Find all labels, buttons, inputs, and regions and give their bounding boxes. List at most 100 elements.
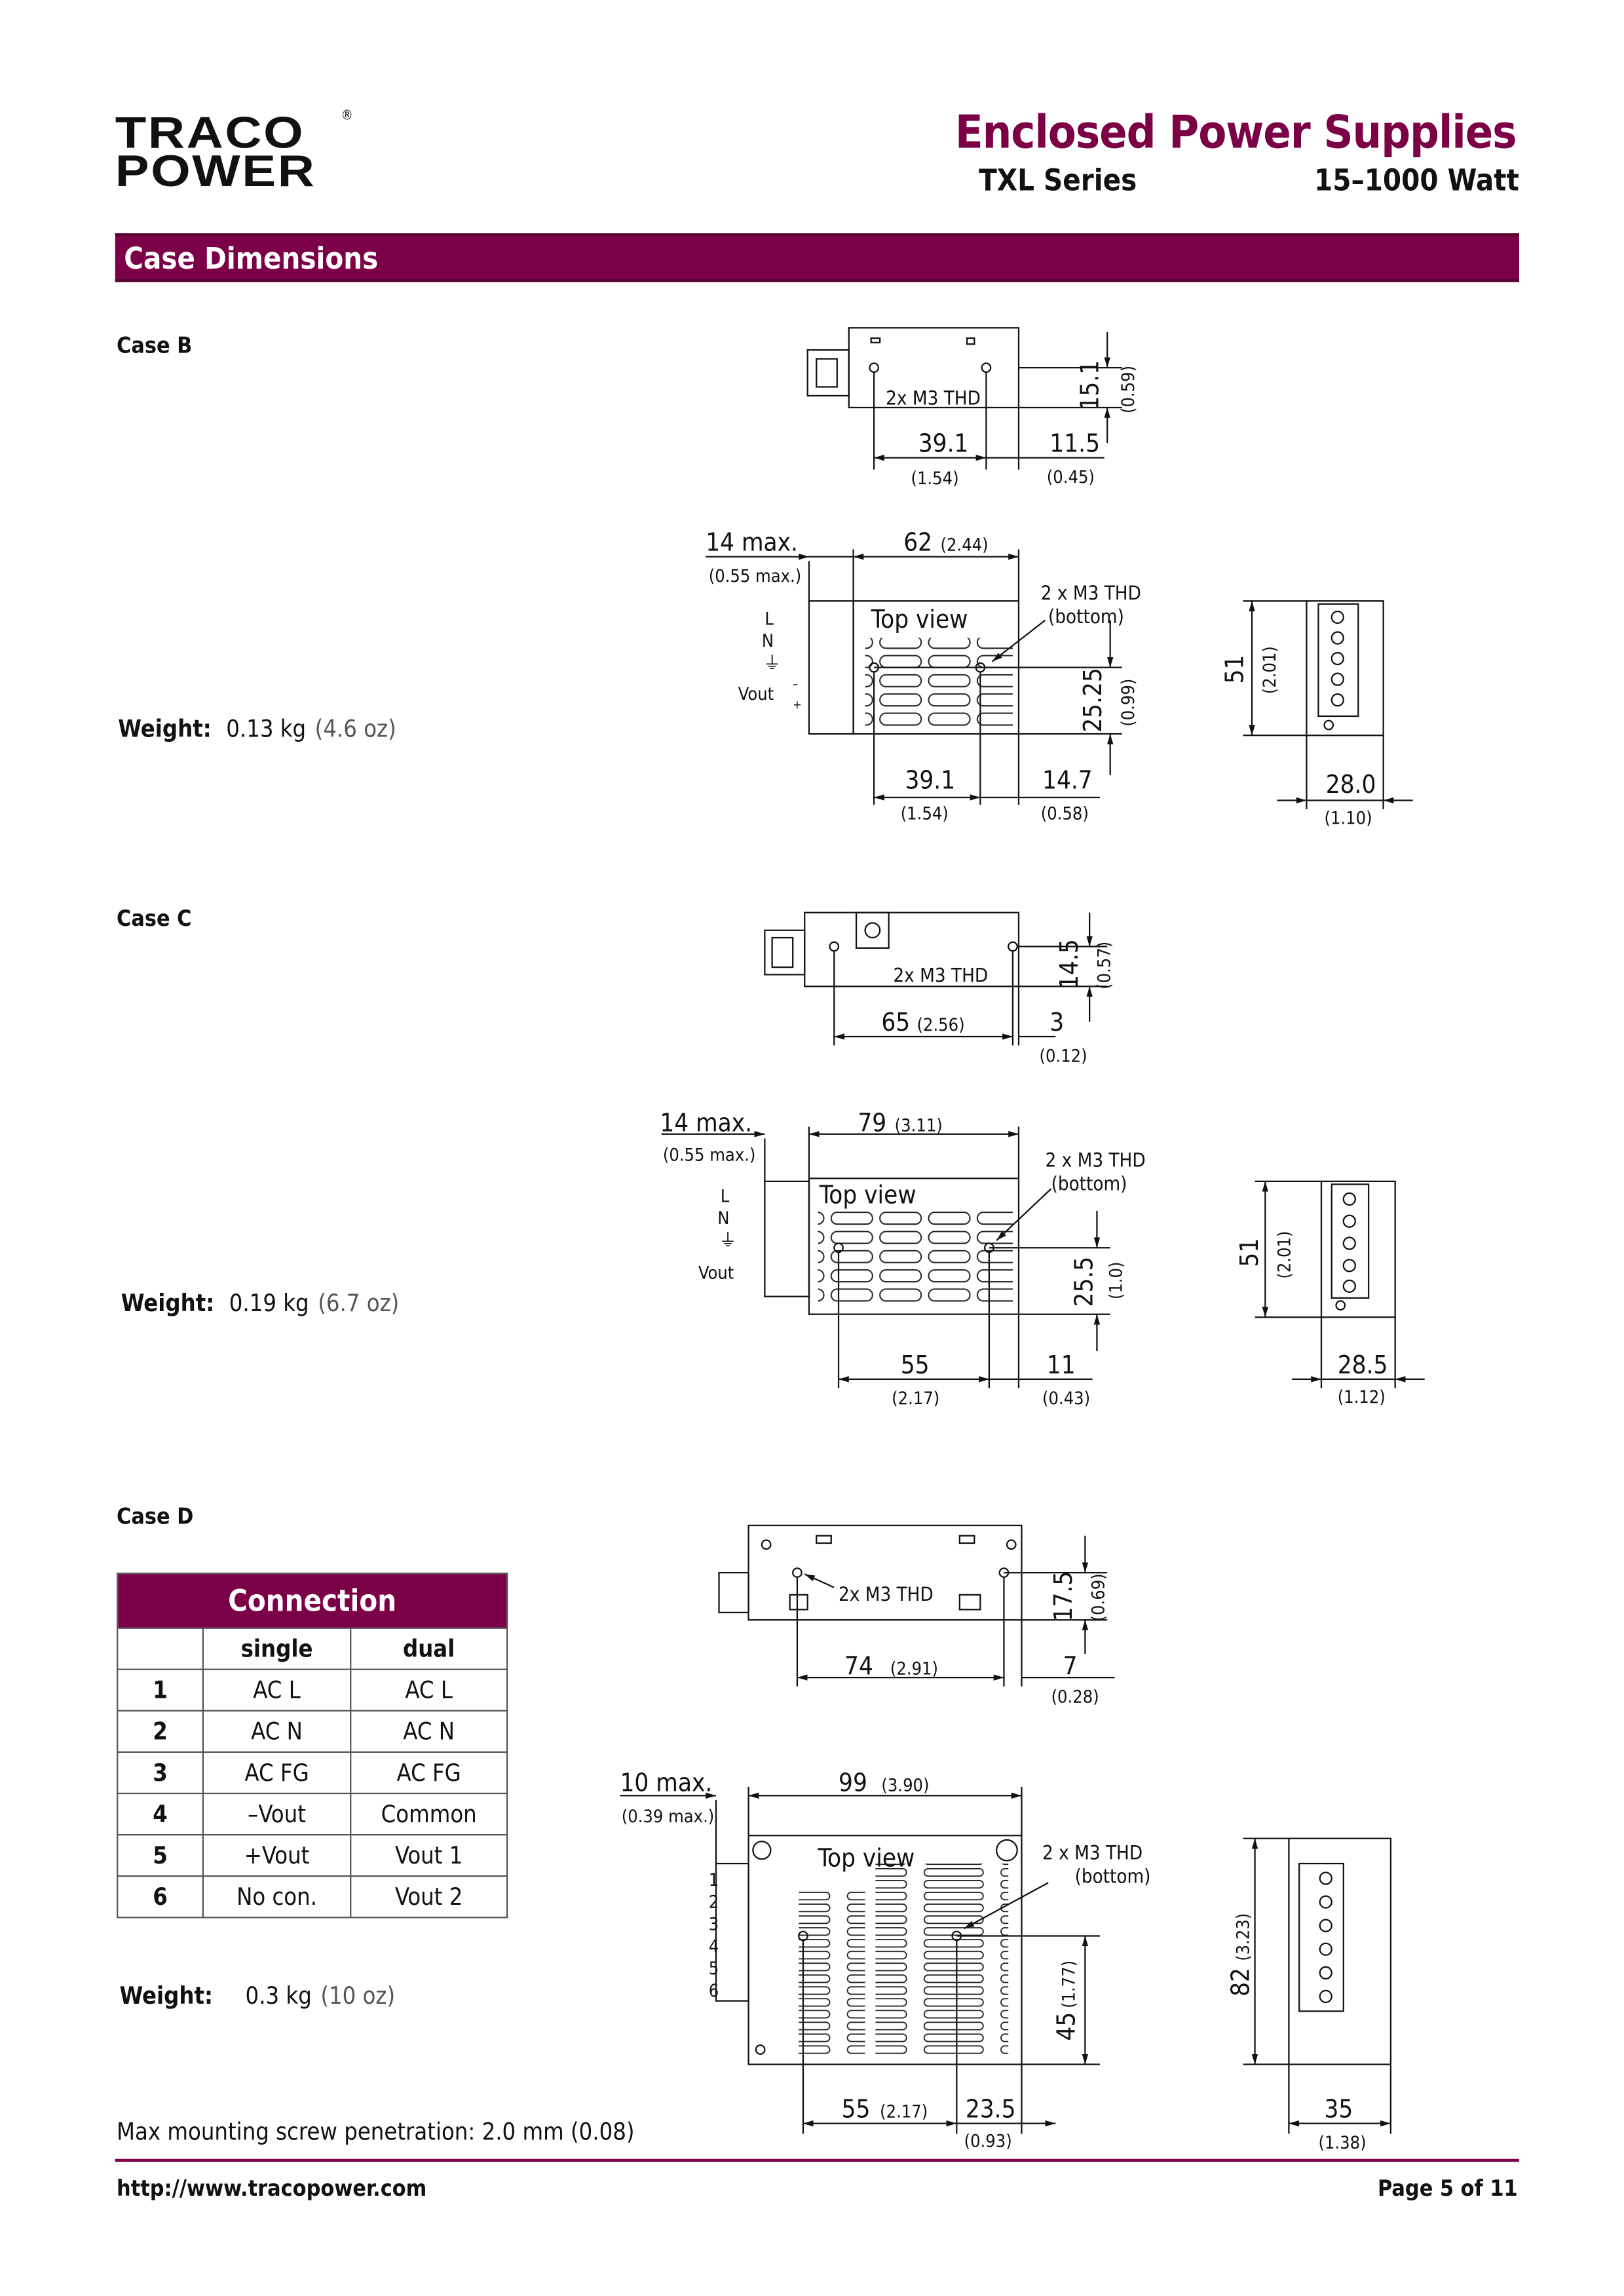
dim: 15.1 xyxy=(1076,360,1105,411)
dim: 11 xyxy=(1047,1350,1076,1380)
header-single: single xyxy=(202,1627,352,1670)
case-d-side-view xyxy=(718,1524,1115,1687)
thd-label: 2 x M3 THD xyxy=(1041,582,1141,604)
dim-in: (1.38) xyxy=(1318,2133,1366,2153)
pin-label: N xyxy=(762,631,774,651)
pin-number: 2 xyxy=(709,1892,719,1913)
dim-in: (2.91) xyxy=(890,1659,938,1679)
dim: 39.1 xyxy=(905,765,955,795)
single: –Vout xyxy=(202,1792,352,1836)
dim-in: (0.39 max.) xyxy=(622,1807,715,1827)
dim-in: (0.69) xyxy=(1089,1573,1109,1621)
dim-in: (0.55 max.) xyxy=(709,566,802,586)
dim: 51 xyxy=(1220,655,1250,684)
section-title: Case Dimensions xyxy=(124,240,379,277)
pin-label: N xyxy=(717,1208,729,1229)
top-view-label: Top view xyxy=(817,1844,915,1873)
section-banner: Case Dimensions xyxy=(115,233,1519,282)
dim-in: (1.54) xyxy=(911,469,958,489)
dim-in: (0.59) xyxy=(1118,366,1139,413)
document-title: Enclosed Power Supplies xyxy=(954,106,1517,160)
page-number: Page 5 of 11 xyxy=(1378,2175,1518,2202)
dim-in: (3.23) xyxy=(1234,1913,1254,1961)
dim: 35 xyxy=(1324,2095,1353,2124)
dimension-labels: 2x M3 THD 15.1 (0.59) 39.1 (1.54) 11.5 (… xyxy=(620,360,1388,2153)
weight-imperial: (6.7 oz) xyxy=(318,1289,400,1318)
pin-label: + xyxy=(793,698,802,712)
pin: 4 xyxy=(117,1792,204,1836)
case-c-label: Case C xyxy=(117,905,192,932)
pin-label: L xyxy=(721,1186,730,1206)
weight-imperial: (4.6 oz) xyxy=(314,714,396,743)
series-name: TXL Series xyxy=(979,162,1137,198)
case-c-weight: Weight: 0.19 kg (6.7 oz) xyxy=(121,1289,399,1317)
dim-in: (3.11) xyxy=(895,1115,943,1136)
case-b-end-view xyxy=(1243,600,1413,809)
case-b-label: Case B xyxy=(117,332,193,359)
case-c-top-view xyxy=(661,1126,1110,1388)
weight-label: Weight: xyxy=(121,1289,215,1318)
dim-in: (2.44) xyxy=(941,535,989,556)
pin: 3 xyxy=(117,1751,204,1795)
top-view-label: Top view xyxy=(871,605,968,634)
dim: 55 xyxy=(842,2095,871,2124)
footer-url[interactable]: http://www.tracopower.com xyxy=(117,2175,427,2202)
weight-value: 0.13 kg xyxy=(226,714,307,743)
weight-imperial: (10 oz) xyxy=(320,1981,396,2010)
dim-in: (0.43) xyxy=(1042,1388,1090,1409)
dim-in: (1.77) xyxy=(1059,1961,1080,2008)
pin-number: 1 xyxy=(709,1870,719,1890)
single: No con. xyxy=(202,1875,352,1919)
dim-in: (0.58) xyxy=(1041,804,1089,824)
vout-label: Vout xyxy=(698,1263,734,1284)
pin-number: 5 xyxy=(709,1959,719,1979)
dim-in: (0.55 max.) xyxy=(663,1145,756,1165)
dim: 14 max. xyxy=(706,528,798,558)
case-b-weight: Weight:0.13 kg(4.6 oz) xyxy=(118,715,396,743)
ground-icon: ⏚ xyxy=(719,1231,737,1251)
case-c-end-view xyxy=(1255,1180,1425,1388)
dim: 62 xyxy=(903,528,932,558)
top-view-label: Top view xyxy=(819,1181,916,1210)
single: AC L xyxy=(202,1668,352,1712)
logo-line1: TRACO xyxy=(115,109,305,159)
ground-icon: ⏚ xyxy=(763,653,781,674)
dim-in: (0.99) xyxy=(1118,679,1139,727)
dim: 99 xyxy=(839,1769,867,1798)
dim-in: (0.45) xyxy=(1047,467,1095,488)
dual: AC L xyxy=(350,1668,508,1712)
dual: Common xyxy=(350,1792,508,1836)
dim-in: (2.17) xyxy=(892,1388,939,1409)
thd-label: 2x M3 THD xyxy=(893,965,988,987)
connection-title: Connection xyxy=(117,1573,508,1629)
dim: 82 xyxy=(1226,1968,1256,1997)
case-d-weight: Weight:0.3 kg(10 oz) xyxy=(120,1981,396,2010)
dual: AC FG xyxy=(350,1751,508,1795)
case-c-side-view xyxy=(764,911,1108,1046)
dim-in: (2.56) xyxy=(916,1015,964,1035)
dim-in: (0.93) xyxy=(964,2132,1012,2152)
dual: AC N xyxy=(350,1710,508,1753)
dual: Vout 1 xyxy=(350,1833,508,1877)
pin: 6 xyxy=(117,1875,204,1919)
weight-value: 0.19 kg xyxy=(229,1289,309,1318)
pin: 2 xyxy=(117,1710,204,1753)
dim: 11.5 xyxy=(1049,429,1100,459)
dim-in: (0.28) xyxy=(1051,1687,1099,1707)
dim: 28.0 xyxy=(1326,770,1376,799)
dim-in: (1.0) xyxy=(1106,1262,1127,1300)
thd-label: 2x M3 THD xyxy=(839,1583,934,1605)
single: AC FG xyxy=(202,1751,352,1795)
power-range: 15–1000 Watt xyxy=(1314,162,1519,198)
dim: 25.5 xyxy=(1070,1257,1099,1307)
weight-label: Weight: xyxy=(119,1981,213,2010)
dim-in: (2.01) xyxy=(1260,646,1280,694)
dim: 23.5 xyxy=(966,2095,1016,2124)
dim: 7 xyxy=(1063,1652,1078,1681)
